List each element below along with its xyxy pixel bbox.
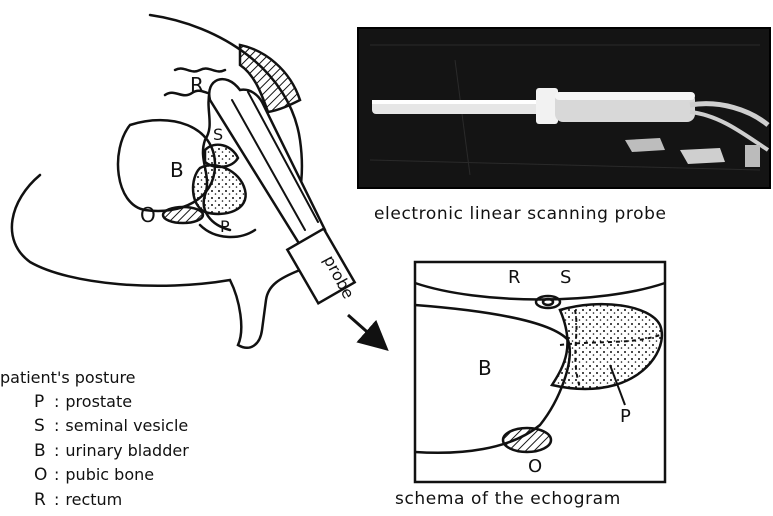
echo-label-P: P: [620, 406, 631, 427]
arrow-to-echogram: [348, 315, 382, 345]
legend-desc: rectum: [65, 490, 122, 509]
wavy-line-1: [175, 69, 225, 72]
legend-desc: prostate: [65, 392, 132, 411]
label-R: R: [190, 73, 204, 97]
body-outline: [12, 175, 300, 348]
legend-separator: :: [54, 441, 59, 460]
probe-photo: [358, 28, 770, 188]
legend-title: patient's posture: [0, 366, 189, 390]
seminal-shape: [205, 145, 238, 167]
legend-key: S: [34, 415, 48, 439]
legend-item-bladder: B: urinary bladder: [34, 439, 189, 464]
echo-label-R: R: [508, 267, 521, 288]
echogram-caption: schema of the echogram: [395, 489, 621, 509]
echo-label-O: O: [528, 456, 542, 477]
legend-key: R: [34, 489, 48, 513]
legend-item-seminal: S: seminal vesicle: [34, 414, 189, 439]
photo-caption: electronic linear scanning probe: [374, 204, 667, 224]
echogram-schema: [415, 262, 665, 482]
label-B: B: [170, 158, 184, 182]
legend-key: B: [34, 440, 48, 464]
pubic-bone: [163, 207, 203, 223]
legend-desc: pubic bone: [65, 465, 154, 484]
echo-label-B: B: [478, 356, 492, 380]
legend: patient's posture P:prostate S:seminal v…: [34, 366, 189, 512]
legend-separator: :: [54, 392, 59, 411]
legend-item-rectum: R: rectum: [34, 488, 189, 513]
echo-bladder: [415, 305, 570, 453]
label-S: S: [213, 125, 223, 144]
label-O: O: [140, 203, 156, 227]
legend-key: O: [34, 464, 48, 488]
legend-key: P: [34, 391, 48, 415]
echo-prostate: [552, 304, 662, 389]
legend-separator: :: [54, 416, 59, 435]
label-P: P: [220, 217, 230, 236]
legend-desc: seminal vesicle: [65, 416, 188, 435]
legend-item-pubic: O: pubic bone: [34, 463, 189, 488]
echo-seminal-inner: [543, 299, 553, 305]
prostate-shape: [193, 165, 246, 214]
legend-separator: :: [54, 465, 59, 484]
echo-label-S: S: [560, 267, 571, 288]
legend-separator: :: [54, 490, 59, 509]
legend-desc: urinary bladder: [65, 441, 188, 460]
legend-item-prostate: P: prostate: [34, 390, 189, 415]
echo-pubic: [503, 428, 551, 452]
